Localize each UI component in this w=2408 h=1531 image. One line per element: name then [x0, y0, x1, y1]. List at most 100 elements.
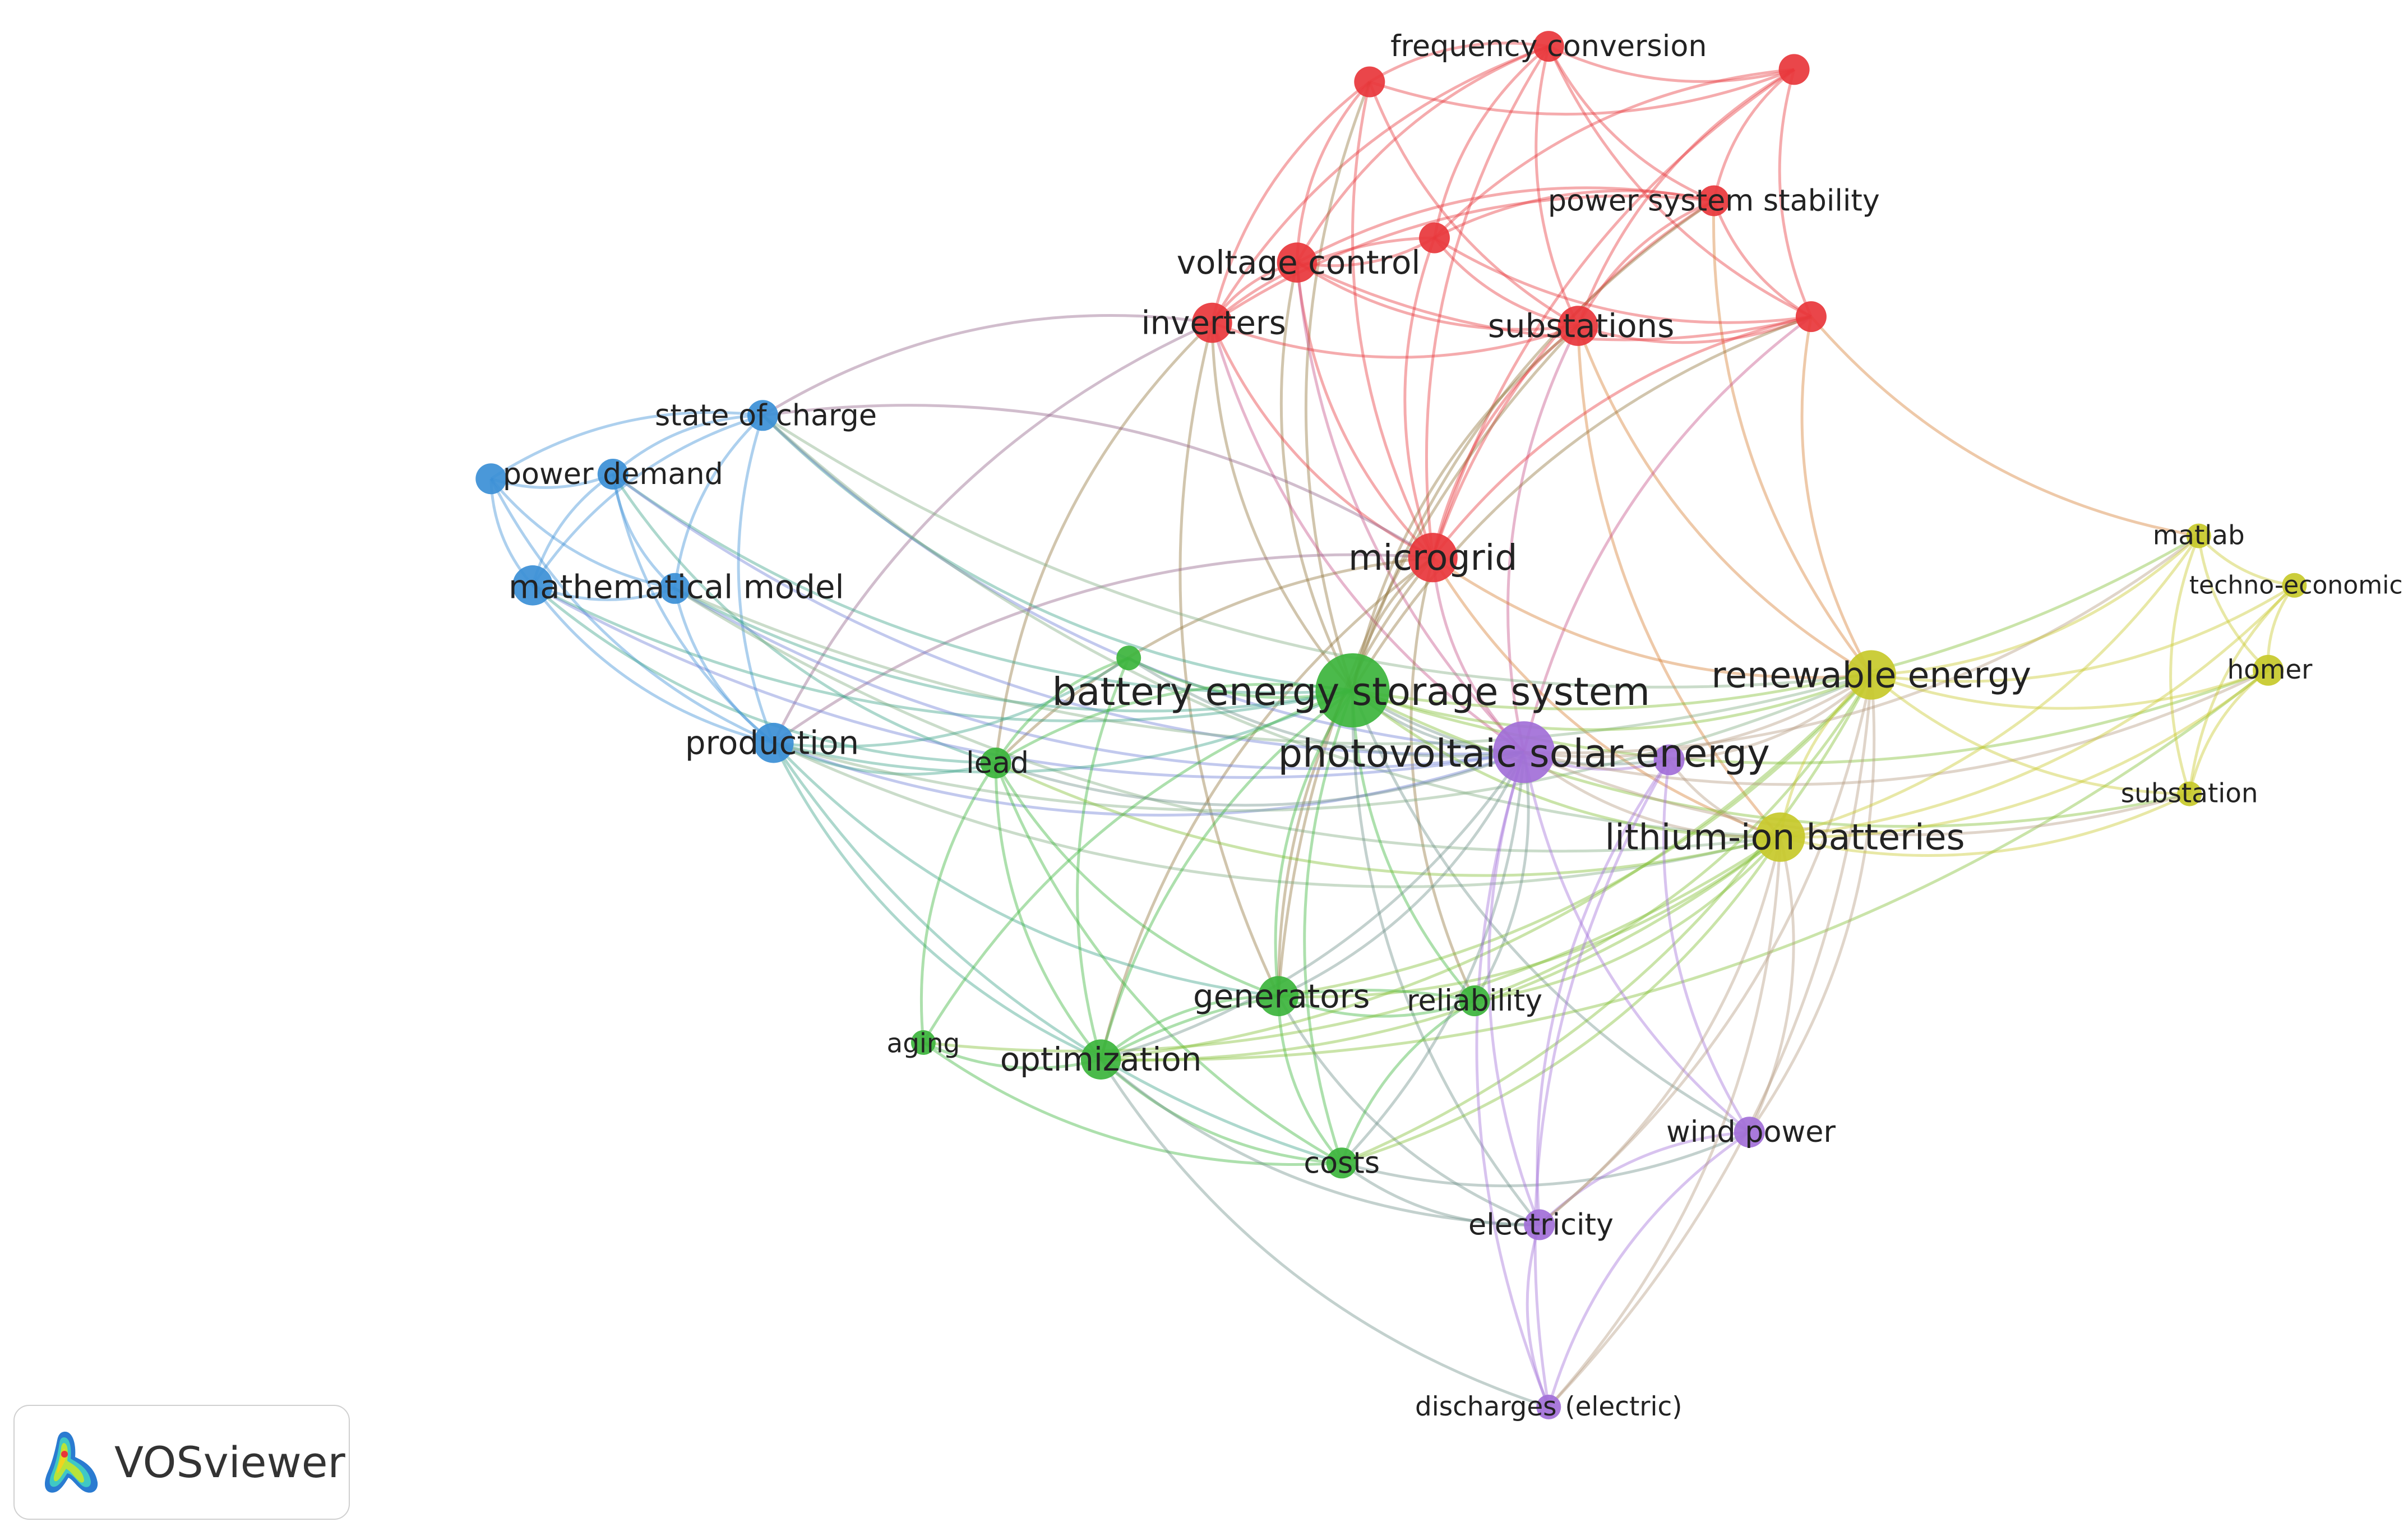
node-blue-unlabeled-2[interactable]	[659, 573, 690, 604]
node-renewable-energy[interactable]	[1846, 650, 1896, 700]
node-optimization[interactable]	[1080, 1039, 1121, 1080]
node-photovoltaic-solar-energy[interactable]	[1493, 721, 1555, 783]
node-red-unlabeled-3[interactable]	[1419, 222, 1450, 253]
edge-power-system-stability-inverters	[1211, 195, 1714, 324]
edge-blue-unlabeled-2-lithium-ion-batteries	[674, 587, 1781, 853]
edge-generators-reliability	[1278, 994, 1475, 1018]
edge-blue-unlabeled-2-battery-energy-storage-system	[674, 587, 1353, 713]
edge-power-system-stability-microgrid	[1431, 199, 1715, 558]
edge-costs-photovoltaic-solar-energy	[1341, 752, 1526, 1164]
vosviewer-logo-text: VOSviewer	[114, 1437, 345, 1487]
node-homer[interactable]	[2253, 654, 2284, 686]
label-discharges-electric: discharges (electric)	[1415, 1392, 1682, 1422]
edge-costs-renewable-energy	[1341, 674, 1873, 1165]
edge-red-unlabeled-2-red-unlabeled-3	[1433, 68, 1795, 239]
node-matlab[interactable]	[2186, 523, 2211, 548]
node-purple-unlabeled-1[interactable]	[1653, 744, 1685, 776]
edge-red-unlabeled-1-voltage-control	[1295, 81, 1371, 263]
node-blue-unlabeled-1[interactable]	[475, 463, 507, 495]
edge-discharges-electric-renewable-energy	[1547, 675, 1873, 1408]
node-generators[interactable]	[1258, 976, 1299, 1017]
node-lithium-ion-batteries[interactable]	[1755, 812, 1805, 862]
node-substation[interactable]	[2177, 781, 2202, 806]
edge-red-unlabeled-1-inverters	[1210, 81, 1371, 324]
edge-battery-energy-storage-system-lithium-ion-batteries	[1351, 689, 1781, 839]
edge-voltage-control-red-unlabeled-4	[1296, 261, 1811, 342]
edge-generators-costs	[1277, 996, 1343, 1164]
node-battery-energy-storage-system[interactable]	[1315, 653, 1390, 728]
label-substation: substation	[2121, 779, 2258, 809]
edge-power-system-stability-renewable-energy	[1712, 200, 1873, 676]
edge-battery-energy-storage-system-substation	[1352, 689, 2190, 828]
node-substations[interactable]	[1557, 306, 1598, 346]
edge-substations-generators	[1277, 325, 1579, 997]
node-power-demand[interactable]	[597, 459, 628, 490]
edge-red-unlabeled-3-red-unlabeled-4	[1434, 236, 1811, 324]
edge-photovoltaic-solar-energy-wind-power	[1522, 751, 1750, 1133]
edge-frequency-conversion-power-system-stability	[1547, 45, 1714, 202]
edge-mathematical-model-battery-energy-storage-system	[531, 584, 1353, 723]
node-production[interactable]	[754, 722, 794, 763]
edge-wind-power-electricity	[1538, 1131, 1750, 1226]
edge-red-unlabeled-3-microgrid	[1403, 237, 1436, 559]
node-power-system-stability[interactable]	[1698, 185, 1730, 216]
edge-photovoltaic-solar-energy-renewable-energy	[1523, 674, 1873, 758]
node-red-unlabeled-1[interactable]	[1354, 66, 1385, 98]
edge-battery-energy-storage-system-aging	[922, 689, 1353, 1044]
node-mathematical-model[interactable]	[512, 565, 553, 606]
node-state-of-charge[interactable]	[747, 400, 778, 431]
label-homer: homer	[2227, 655, 2313, 685]
nodes-layer	[475, 31, 2307, 1419]
node-voltage-control[interactable]	[1277, 242, 1318, 283]
edge-red-unlabeled-3-substations	[1433, 237, 1579, 328]
edge-state-of-charge-blue-unlabeled-2	[673, 414, 764, 589]
edge-production-generators	[772, 741, 1279, 998]
label-costs: costs	[1304, 1146, 1380, 1180]
edge-state-of-charge-production	[737, 415, 775, 744]
edge-photovoltaic-solar-energy-lithium-ion-batteries	[1523, 751, 1781, 839]
edge-discharges-electric-lithium-ion-batteries	[1547, 837, 1782, 1408]
node-reliability[interactable]	[1459, 985, 1490, 1017]
edge-microgrid-lead	[995, 556, 1433, 764]
edge-wind-power-discharges-electric	[1547, 1131, 1750, 1408]
edge-photovoltaic-solar-energy-discharges-electric	[1475, 751, 1550, 1408]
edge-production-photovoltaic-solar-energy	[773, 741, 1525, 817]
node-inverters[interactable]	[1192, 302, 1232, 343]
edge-homer-substation	[2188, 669, 2270, 795]
node-wind-power[interactable]	[1734, 1117, 1765, 1148]
label-generators: generators	[1193, 977, 1370, 1015]
edge-battery-energy-storage-system-costs	[1303, 690, 1354, 1164]
label-reliability: reliability	[1407, 984, 1542, 1018]
edge-frequency-conversion-red-unlabeled-3	[1433, 45, 1550, 238]
node-frequency-conversion[interactable]	[1533, 31, 1564, 62]
edge-battery-energy-storage-system-lead	[995, 683, 1353, 764]
edge-state-of-charge-battery-energy-storage-system	[761, 414, 1353, 692]
label-battery-energy-storage-system: battery energy storage system	[1052, 670, 1651, 714]
edge-reliability-renewable-energy	[1474, 674, 1873, 1002]
node-costs[interactable]	[1326, 1147, 1357, 1179]
node-aging[interactable]	[910, 1030, 936, 1055]
label-state-of-charge: state of charge	[655, 398, 877, 432]
node-lead[interactable]	[980, 748, 1011, 778]
edge-inverters-substations	[1212, 321, 1579, 359]
edge-state-of-charge-lithium-ion-batteries	[761, 414, 1781, 839]
node-red-unlabeled-4[interactable]	[1795, 301, 1827, 333]
node-green-unlabeled-1[interactable]	[1116, 645, 1141, 671]
edge-microgrid-renewable-energy	[1432, 556, 1872, 679]
node-discharges-electric[interactable]	[1536, 1394, 1561, 1419]
edge-substations-lithium-ion-batteries	[1577, 326, 1782, 838]
edge-state-of-charge-mathematical-model	[531, 414, 764, 587]
edge-electricity-discharges-electric	[1526, 1224, 1550, 1408]
edge-frequency-conversion-red-unlabeled-4	[1547, 45, 1812, 318]
edge-photovoltaic-solar-energy-homer	[1523, 668, 2269, 786]
node-microgrid[interactable]	[1408, 533, 1458, 583]
node-electricity[interactable]	[1524, 1209, 1555, 1241]
node-red-unlabeled-2[interactable]	[1778, 54, 1810, 85]
node-techno-economic[interactable]	[2282, 573, 2307, 598]
label-mathematical-model: mathematical model	[509, 568, 844, 606]
edge-blue-unlabeled-2-production	[673, 588, 775, 744]
edge-red-unlabeled-1-substations	[1368, 81, 1579, 328]
edge-substations-battery-energy-storage-system	[1351, 325, 1579, 691]
edge-photovoltaic-solar-energy-electricity	[1487, 751, 1541, 1225]
edge-aging-lithium-ion-batteries	[923, 836, 1781, 1053]
